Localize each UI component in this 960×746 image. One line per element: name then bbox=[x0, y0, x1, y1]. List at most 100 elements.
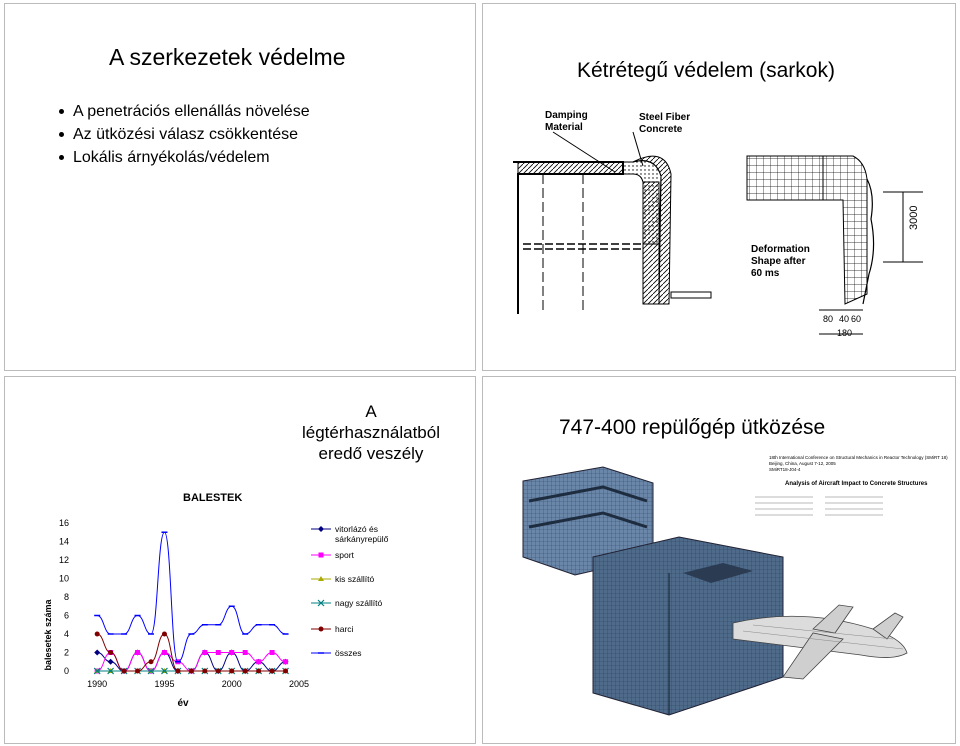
deformation-mesh: 3000 80 40 60 180 Deformation Shape afte… bbox=[746, 155, 923, 338]
damping-label: Damping bbox=[545, 110, 588, 121]
data-point bbox=[135, 650, 141, 655]
bullet-list: A penetrációs ellenállás növelése Az ütk… bbox=[57, 100, 310, 169]
x-tick-label: 1995 bbox=[154, 679, 174, 689]
slide-protection: A szerkezetek védelme A penetrációs elle… bbox=[4, 3, 476, 371]
x-tick-label: 2005 bbox=[289, 679, 309, 689]
steel-fiber-label: Steel Fiber bbox=[639, 112, 690, 123]
bullet-text: Az ütközési válasz csökkentése bbox=[73, 126, 298, 143]
data-point bbox=[283, 659, 289, 665]
legend-label: sport bbox=[335, 550, 355, 560]
y-tick-label: 0 bbox=[64, 666, 69, 676]
bullet-dot bbox=[59, 132, 64, 137]
paper-title: Analysis of Aircraft Impact to Concrete … bbox=[785, 481, 928, 487]
legend-item: sport bbox=[311, 550, 355, 560]
legend-item: harci bbox=[311, 624, 354, 634]
conference-line: Beijing, China, August 7-12, 2005 bbox=[769, 461, 836, 466]
data-point bbox=[229, 668, 235, 674]
data-point bbox=[161, 667, 168, 675]
data-point bbox=[202, 650, 208, 655]
slide-title: 747-400 repülőgép ütközése bbox=[559, 416, 826, 439]
paper-header: 18th International Conference on Structu… bbox=[755, 455, 948, 516]
slide-double-layer: Kétrétegű védelem (sarkok) Dampi bbox=[482, 3, 956, 371]
x-tick-label: 1990 bbox=[87, 679, 107, 689]
slide-title: Kétrétegű védelem (sarkok) bbox=[577, 59, 835, 82]
data-point bbox=[188, 668, 194, 674]
bullet-dot bbox=[59, 109, 64, 114]
data-point bbox=[256, 659, 262, 665]
concrete-label: Concrete bbox=[639, 124, 683, 135]
data-point bbox=[175, 668, 181, 674]
legend-label: összes bbox=[335, 648, 361, 658]
data-point bbox=[94, 649, 101, 656]
bullet-dot bbox=[59, 155, 64, 160]
data-point bbox=[202, 668, 208, 674]
legend-item: összes bbox=[311, 648, 361, 658]
bullet-text: A penetrációs ellenállás növelése bbox=[73, 103, 310, 120]
heading-line: A bbox=[365, 402, 377, 421]
data-point bbox=[121, 668, 127, 674]
data-point bbox=[283, 668, 289, 674]
series-circle bbox=[94, 631, 289, 674]
data-point bbox=[269, 650, 275, 655]
data-point bbox=[318, 526, 324, 532]
legend-item: nagy szállító bbox=[311, 598, 383, 608]
data-point bbox=[318, 626, 324, 632]
heading-line: eredő veszély bbox=[318, 444, 424, 463]
legend-label: kis szállító bbox=[335, 574, 374, 584]
data-point bbox=[317, 599, 325, 607]
data-point bbox=[107, 667, 115, 675]
data-point bbox=[161, 650, 167, 655]
shape-after-label: Shape after bbox=[751, 256, 806, 267]
conference-line: 18th International Conference on Structu… bbox=[769, 455, 948, 460]
bullet-item: Az ütközési válasz csökkentése bbox=[57, 123, 310, 146]
heading-line: légtérhasználatból bbox=[302, 423, 440, 442]
data-point bbox=[256, 668, 262, 674]
dim-40-label: 40 bbox=[839, 314, 849, 324]
conference-line: SMiRT18-J04-4 bbox=[769, 467, 801, 472]
legend-label: sárkányrepülő bbox=[335, 534, 389, 544]
legend-label: vitorlázó és bbox=[335, 524, 378, 534]
bullet-item: A penetrációs ellenállás növelése bbox=[57, 100, 310, 123]
legend-item: kis szállító bbox=[311, 574, 374, 584]
x-tick-label: 2000 bbox=[222, 679, 242, 689]
y-tick-label: 6 bbox=[64, 611, 69, 621]
slide-heading: A légtérhasználatból eredő veszély bbox=[291, 401, 451, 464]
data-point bbox=[108, 650, 114, 655]
x-axis-label: év bbox=[177, 698, 189, 709]
data-point bbox=[215, 668, 221, 674]
data-point bbox=[229, 650, 235, 655]
data-point bbox=[318, 552, 324, 558]
chart-title: BALESTEK bbox=[183, 492, 242, 504]
y-tick-label: 14 bbox=[59, 537, 69, 547]
bullet-item: Lokális árnyékolás/védelem bbox=[57, 146, 310, 169]
data-point bbox=[242, 668, 248, 674]
corner-protection-figure: Damping Material Steel Fiber Concrete 30… bbox=[513, 110, 923, 338]
data-point bbox=[242, 650, 248, 655]
data-point bbox=[94, 631, 100, 637]
bullet-text: Lokális árnyékolás/védelem bbox=[73, 149, 270, 166]
slide-aircraft-impact: 747-400 repülőgép ütközése bbox=[482, 376, 956, 744]
data-point bbox=[93, 667, 101, 675]
y-tick-label: 16 bbox=[59, 518, 69, 528]
dim-80-label: 80 bbox=[823, 314, 833, 324]
material-label: Material bbox=[545, 122, 583, 133]
data-point bbox=[148, 659, 154, 665]
y-tick-label: 4 bbox=[64, 629, 69, 639]
data-point bbox=[269, 668, 275, 674]
impact-simulation-figure: 18th International Conference on Structu… bbox=[522, 455, 948, 716]
time-label: 60 ms bbox=[751, 268, 780, 279]
data-point bbox=[318, 576, 324, 581]
dim-180-label: 180 bbox=[837, 328, 852, 338]
slide-airspace-danger: A légtérhasználatból eredő veszély BALES… bbox=[4, 376, 476, 744]
dim-3000-label: 3000 bbox=[908, 206, 920, 230]
aircraft-mesh bbox=[732, 604, 908, 680]
data-point bbox=[107, 658, 114, 665]
y-tick-label: 8 bbox=[64, 592, 69, 602]
building-mesh bbox=[522, 466, 784, 716]
slide-title: A szerkezetek védelme bbox=[109, 44, 346, 70]
dim-60-label: 60 bbox=[851, 314, 861, 324]
data-point bbox=[135, 668, 141, 674]
